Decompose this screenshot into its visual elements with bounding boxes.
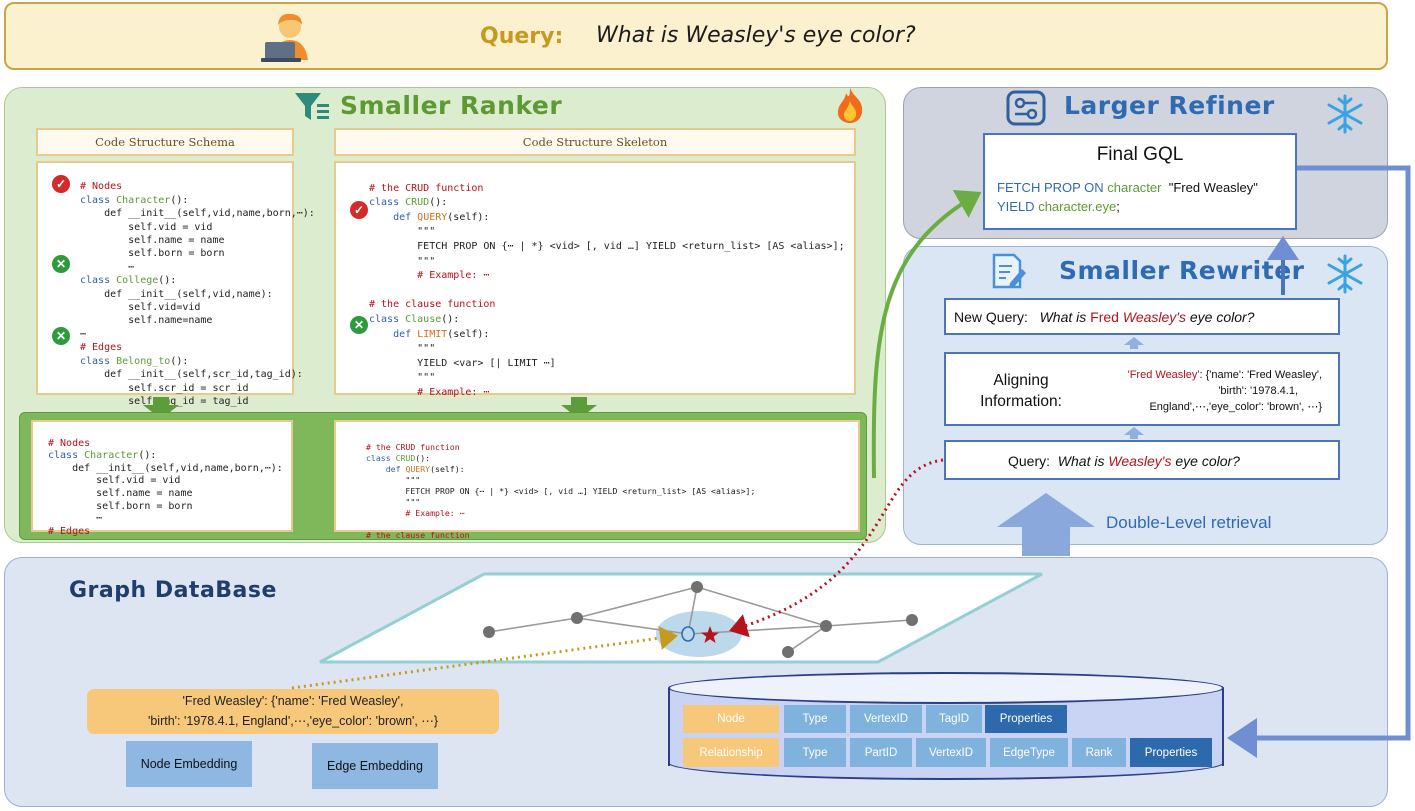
ranker-title: Smaller Ranker (340, 91, 563, 120)
ranked-skeleton-code: # the CRUD function class CRUD(): def QU… (366, 442, 756, 540)
schema-tab: Code Structure Schema (36, 128, 294, 156)
entity-attributes-line-2: 'birth': '1978.4.1, England',⋯,'eye_colo… (147, 714, 439, 728)
ranked-schema-sheet: # Nodes class Character(): def __init__(… (31, 420, 293, 537)
skeleton-tab: Code Structure Skeleton (334, 128, 856, 156)
document-edit-icon (992, 253, 1026, 289)
graphdb-title: Graph DataBase (69, 578, 277, 603)
down-arrow-icon (561, 397, 597, 419)
snowflake-icon (1327, 254, 1363, 294)
down-arrow-icon (143, 397, 179, 419)
query-box: Query: What is Weasley's eye color? (944, 440, 1340, 480)
cross-icon: ✕ (52, 255, 70, 273)
snowflake-icon (1327, 94, 1363, 134)
skeleton-code: # the CRUD function class CRUD(): def QU… (369, 182, 845, 398)
new-query-box: New Query: What is Fred Weasley's eye co… (944, 298, 1340, 335)
rel-cell-properties: Properties (1130, 738, 1212, 767)
final-gql-box: Final GQL FETCH PROP ON character "Fred … (983, 133, 1297, 230)
final-gql-title: Final GQL (1096, 144, 1184, 165)
star-icon (701, 626, 719, 643)
rel-cell-type: Type (784, 738, 846, 767)
rel-cell-partid: PartID (850, 738, 912, 767)
schema-code: # Nodes class Character(): def __init__(… (80, 181, 315, 420)
rewriter-title: Smaller Rewriter (1059, 256, 1305, 285)
query-text: What is Weasley's eye color? (596, 23, 916, 48)
cross-icon: ✕ (350, 316, 368, 334)
edge-embedding-box: Edge Embedding (312, 743, 438, 789)
schema-sheet: # Nodes class Character(): def __init__(… (36, 161, 315, 420)
check-icon: ✓ (350, 201, 368, 219)
ranked-schema-code: # Nodes class Character(): def __init__(… (48, 437, 283, 537)
cross-icon: ✕ (52, 327, 70, 345)
ranker-to-refiner-arrow (871, 190, 982, 479)
target-node (681, 626, 695, 642)
rel-cell-edgetype: EdgeType (990, 738, 1068, 767)
rewriter-panel: Smaller Rewriter New Query: What is Fred… (903, 246, 1388, 545)
new-query-label: New Query: (954, 309, 1028, 325)
retrieval-up-arrow (997, 493, 1095, 556)
rewriter-query-text: Query: What is Weasley's eye color? (1008, 453, 1240, 469)
graph-nodes (483, 581, 918, 658)
query-label: Query: (480, 24, 564, 49)
final-gql-line-1: FETCH PROP ON character "Fred Weasley" (997, 180, 1258, 195)
node-cell-type: Type (784, 705, 846, 733)
node-cell-tagid: TagID (926, 705, 982, 733)
new-query-text: New Query: What is Fred Weasley's eye co… (954, 309, 1255, 325)
user-with-laptop-icon (261, 13, 308, 62)
cylinder-top (668, 672, 1224, 704)
fire-icon (837, 87, 863, 123)
node-cell-properties: Properties (985, 705, 1067, 733)
entity-attributes-box: 'Fred Weasley': {'name': 'Fred Weasley',… (87, 689, 499, 734)
up-arrow-icon (1124, 427, 1144, 439)
node-cell-vertexid: VertexID (850, 705, 922, 733)
skeleton-sheet: # the CRUD function class CRUD(): def QU… (334, 161, 856, 398)
ranked-skeleton-sheet: # the CRUD function class CRUD(): def QU… (334, 420, 860, 540)
entity-to-node-arrow (291, 626, 678, 690)
up-arrow-icon (1124, 337, 1144, 349)
query-bar: Query: What is Weasley's eye color? (4, 2, 1388, 70)
filter-list-icon (295, 93, 329, 120)
final-gql-line-2: YIELD character.eye; (997, 199, 1120, 214)
rel-cell-vertexid: VertexID (916, 738, 986, 767)
query-to-star-arrow (729, 458, 944, 638)
refiner-panel: Larger Refiner Final GQL FETCH PROP ON c… (903, 87, 1388, 239)
sliders-icon (1006, 90, 1046, 126)
table-label-node: Node (683, 705, 779, 733)
rel-cell-rank: Rank (1072, 738, 1126, 767)
aligning-info-text: 'Fred Weasley': {'name': 'Fred Weasley',… (1127, 369, 1322, 413)
ranker-panel: Smaller Ranker Code Structure Schema # N… (4, 87, 886, 543)
table-label-relationship: Relationship (683, 738, 779, 767)
entity-attributes-line-1: 'Fred Weasley': {'name': 'Fred Weasley', (182, 694, 404, 708)
node-embedding-box: Node Embedding (126, 741, 252, 787)
refiner-to-database-arrow (1227, 165, 1411, 758)
check-icon: ✓ (52, 175, 70, 193)
double-level-retrieval-label: Double-Level retrieval (1106, 513, 1272, 532)
refiner-title: Larger Refiner (1064, 91, 1275, 120)
database-cylinder: Node Relationship Type VertexID TagID Pr… (668, 672, 1226, 782)
